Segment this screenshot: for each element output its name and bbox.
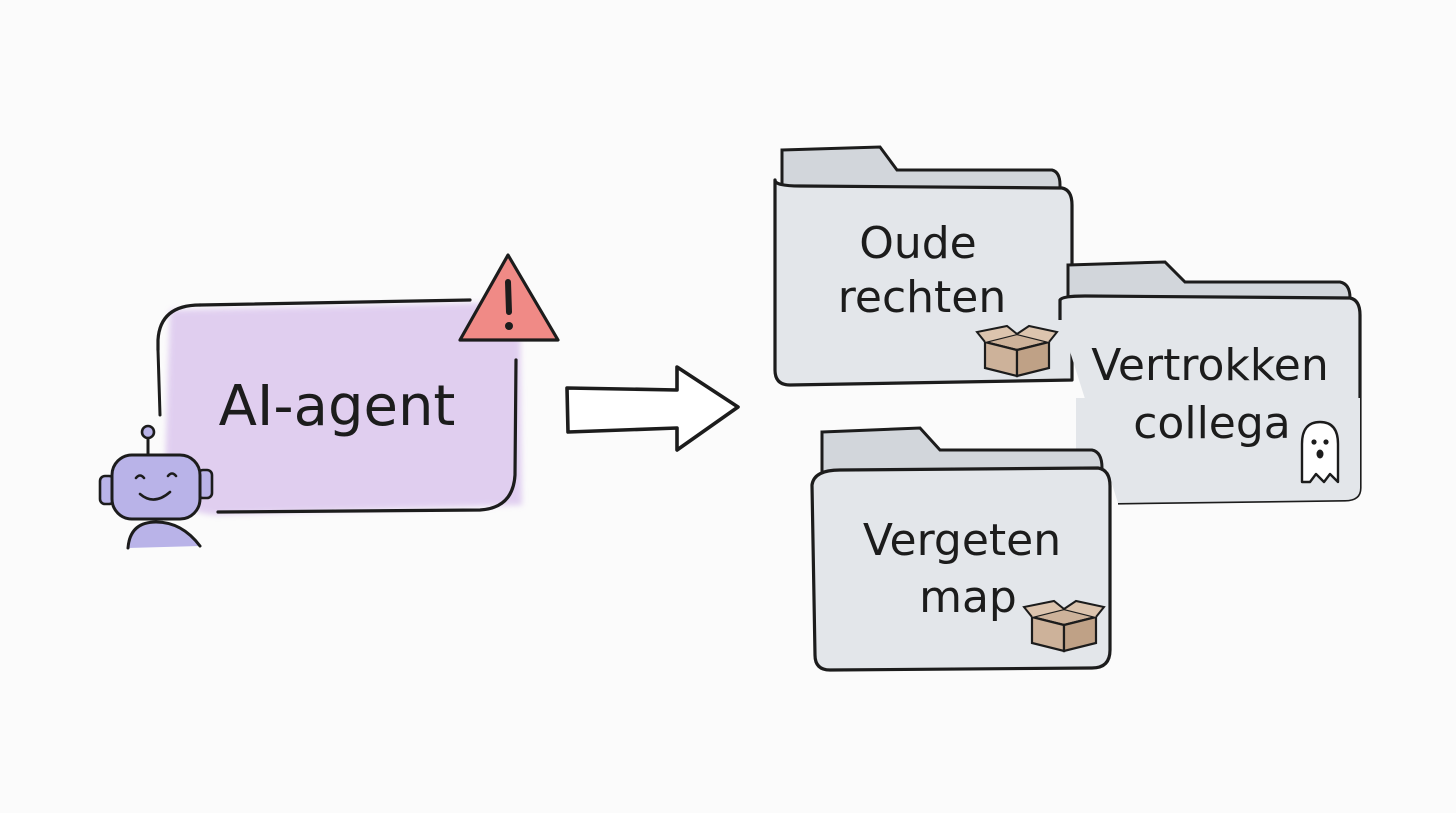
folder-label-line1: Vertrokken [1091,340,1329,391]
robot-icon [98,424,214,550]
folder-label-line2: map [919,572,1017,623]
ai-agent-label: AI-agent [219,374,456,439]
folder-label-line1: Oude [859,218,977,269]
folder-oude-rechten: Oude rechten [773,145,1074,387]
box-icon [975,324,1059,378]
folder-label-line2: collega [1133,398,1291,449]
folder-label-line2: rechten [838,272,1006,323]
ai-agent-card: AI-agent [156,298,522,515]
box-icon [1022,599,1106,653]
folder-vergeten-map: Vergeten map [810,426,1112,672]
folder-vertrokken-collega: Vertrokken collega [1058,260,1362,505]
ghost-icon [1300,420,1340,484]
warning-icon [458,253,560,342]
folder-label-line1: Vergeten [863,515,1061,566]
arrow-right-icon [565,365,740,452]
